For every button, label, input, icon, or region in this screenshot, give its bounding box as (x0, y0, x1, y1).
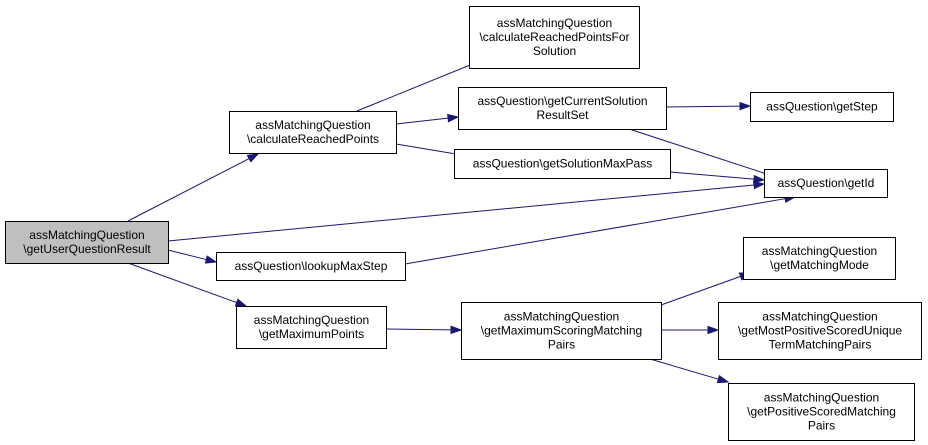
arrowhead-icon (450, 325, 463, 335)
node-label-line: Pairs (808, 419, 835, 433)
edge-getMaxScoring-to-getMostPos (661, 325, 720, 335)
edge-getSolMax-to-getId (669, 171, 766, 184)
node-label-line: Pairs (548, 338, 575, 352)
node-calcReachedSol[interactable]: assMatchingQuestion\calculateReachedPoin… (469, 6, 640, 69)
edge-getMaxPts-to-getMaxScoring (385, 325, 463, 335)
edge-line (395, 117, 449, 125)
node-label-line: assMatchingQuestion (29, 228, 144, 242)
node-label-line: assMatchingQuestion (762, 244, 877, 258)
node-box (469, 6, 640, 69)
edge-calcReached-to-getCurSol (395, 113, 460, 125)
node-box (750, 92, 894, 122)
edge-root-to-getMaxPts (127, 262, 248, 307)
edge-root-to-calcReached (127, 153, 260, 222)
edge-getCurSol-to-getStep (665, 101, 752, 111)
node-box (229, 111, 397, 154)
node-label-line: assQuestion\lookupMaxStep (235, 259, 388, 273)
node-label-line: assMatchingQuestion (255, 118, 370, 132)
node-getPosScored[interactable]: assMatchingQuestion\getPositiveScoredMat… (728, 383, 915, 441)
edge-line (167, 184, 755, 242)
node-box (718, 302, 922, 360)
edge-line (665, 105, 741, 108)
edge-root-to-getId (167, 180, 766, 242)
node-getMaxScoring[interactable]: assMatchingQuestion\getMaximumScoringMat… (461, 302, 662, 360)
node-box (728, 383, 915, 441)
edge-line (356, 64, 471, 112)
node-label-line: \getMostPositiveScoredUnique (738, 324, 902, 338)
node-label-line: \calculateReachedPointsFor (479, 30, 629, 44)
node-getMaxPts[interactable]: assMatchingQuestion\getMaximumPoints (236, 306, 387, 349)
arrowhead-icon (246, 153, 260, 163)
node-box (764, 169, 888, 198)
node-label-line: assQuestion\getStep (766, 100, 878, 114)
node-box (216, 252, 406, 281)
node-box (454, 149, 671, 179)
node-box (461, 302, 662, 360)
node-label-line: TermMatchingPairs (769, 338, 872, 352)
node-box (236, 306, 387, 349)
node-label-line: \calculateReachedPoints (247, 132, 379, 146)
node-box (5, 221, 169, 264)
edge-line (127, 158, 250, 222)
edge-line (385, 328, 452, 331)
node-calcReached[interactable]: assMatchingQuestion\calculateReachedPoin… (229, 111, 397, 154)
edge-line (660, 275, 741, 306)
edge-line (395, 143, 459, 155)
node-label-line: assQuestion\getId (778, 176, 875, 190)
node-label-line: assQuestion\getSolutionMaxPass (473, 157, 652, 171)
arrowhead-icon (707, 325, 720, 335)
edge-line (649, 358, 719, 380)
node-label-line: assMatchingQuestion (504, 310, 619, 324)
node-label-line: assMatchingQuestion (497, 16, 612, 30)
node-getStep[interactable]: assQuestion\getStep (750, 92, 894, 122)
node-getSolMax[interactable]: assQuestion\getSolutionMaxPass (454, 149, 671, 179)
node-getMostPos[interactable]: assMatchingQuestion\getMostPositiveScore… (718, 302, 922, 360)
node-label-line: \getMaximumPoints (259, 327, 364, 341)
node-label-line: ResultSet (536, 108, 589, 122)
node-getMatchMode[interactable]: assMatchingQuestion\getMatchingMode (743, 237, 896, 280)
edge-line (669, 171, 755, 180)
arrowhead-icon (204, 255, 218, 264)
edge-line (127, 262, 237, 304)
node-label-line: assMatchingQuestion (764, 391, 879, 405)
arrowhead-icon (753, 174, 766, 184)
nodes-layer: assMatchingQuestion\getUserQuestionResul… (5, 6, 922, 441)
node-label-line: \getMaximumScoringMatching (481, 324, 642, 338)
arrowhead-icon (753, 180, 766, 190)
arrowhead-icon (739, 101, 752, 111)
arrowhead-icon (716, 374, 730, 384)
node-box (458, 87, 667, 130)
node-label-line: \getUserQuestionResult (23, 242, 151, 256)
node-root[interactable]: assMatchingQuestion\getUserQuestionResul… (5, 221, 169, 264)
node-label-line: assMatchingQuestion (762, 310, 877, 324)
node-label-line: assQuestion\getCurrentSolution (477, 94, 647, 108)
node-label-line: assMatchingQuestion (254, 313, 369, 327)
edge-lookupMax-to-getId (404, 194, 797, 265)
node-label-line: \getPositiveScoredMatching (747, 405, 896, 419)
edge-line (167, 249, 207, 261)
edge-root-to-lookupMax (167, 249, 218, 264)
arrowhead-icon (234, 298, 248, 307)
edge-line (628, 128, 770, 176)
arrowhead-icon (447, 113, 460, 123)
edges-layer (127, 60, 797, 384)
node-label-line: Solution (533, 44, 576, 58)
node-box (743, 237, 896, 280)
edge-getMaxScoring-to-getMatchMode (660, 272, 752, 306)
edge-getMaxScoring-to-getPosScored (649, 358, 730, 384)
edge-line (404, 198, 786, 265)
node-getId[interactable]: assQuestion\getId (764, 169, 888, 198)
node-label-line: \getMatchingMode (770, 258, 869, 272)
node-lookupMax[interactable]: assQuestion\lookupMaxStep (216, 252, 406, 281)
